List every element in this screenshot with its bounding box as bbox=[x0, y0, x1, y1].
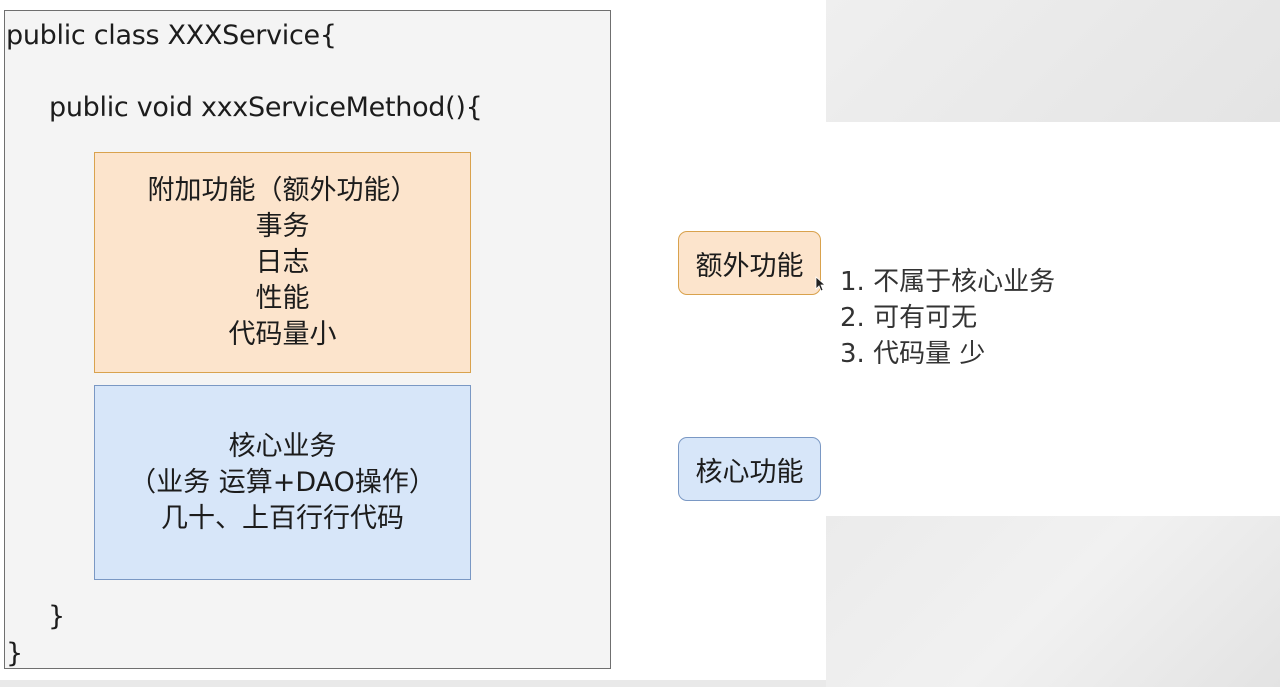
core-box-item: 几十、上百行行代码 bbox=[161, 502, 404, 534]
background-tile bbox=[826, 0, 1280, 122]
method-declaration: public void xxxServiceMethod(){ bbox=[49, 92, 483, 123]
core-box-title: 核心业务 bbox=[228, 430, 337, 462]
extra-box-item: 性能 bbox=[255, 282, 310, 314]
list-item: 2. 可有可无 bbox=[840, 303, 978, 333]
extra-box-title: 附加功能（额外功能） bbox=[147, 174, 418, 206]
core-business-box: 核心业务 （业务 运算+DAO操作） 几十、上百行行代码 bbox=[94, 385, 471, 580]
background-tile bbox=[826, 516, 1280, 687]
extra-box-item: 事务 bbox=[255, 210, 310, 242]
mouse-cursor-icon bbox=[815, 276, 825, 292]
method-close-brace: } bbox=[48, 601, 65, 632]
extra-box-item: 代码量小 bbox=[228, 318, 337, 350]
extra-box-item: 日志 bbox=[255, 246, 310, 278]
core-function-tag: 核心功能 bbox=[678, 437, 821, 501]
class-declaration: public class XXXService{ bbox=[6, 20, 337, 51]
core-box-item: （业务 运算+DAO操作） bbox=[129, 466, 436, 498]
extra-function-box: 附加功能（额外功能） 事务 日志 性能 代码量小 bbox=[94, 152, 471, 373]
slide-extension bbox=[826, 122, 1280, 516]
list-item: 1. 不属于核心业务 bbox=[840, 267, 1056, 297]
extra-function-list: 1. 不属于核心业务 2. 可有可无 3. 代码量 少 bbox=[840, 264, 1055, 372]
list-item: 3. 代码量 少 bbox=[840, 339, 986, 369]
class-close-brace: } bbox=[6, 638, 23, 669]
extra-function-tag: 额外功能 bbox=[678, 231, 821, 295]
